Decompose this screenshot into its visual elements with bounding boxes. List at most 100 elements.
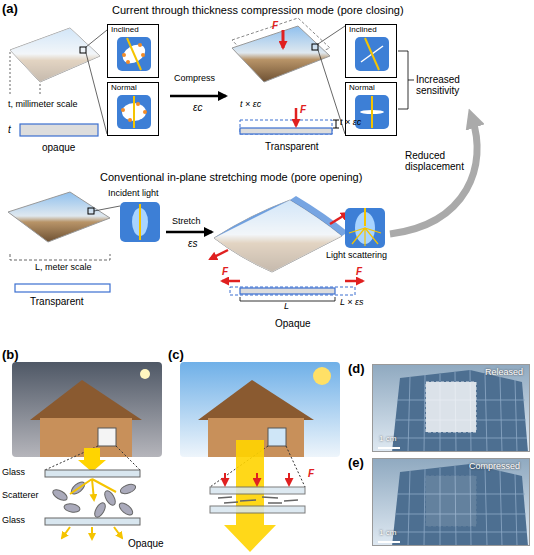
strain-label: εc [193,102,202,113]
transparent-film-part [232,26,330,82]
transparent-film [232,18,345,134]
feedback-arrow-part [390,118,477,234]
pore-inset: Inclined [107,24,159,78]
feedback-arrow [390,118,477,234]
compressed-cell-part [210,487,305,494]
action-label: Stretch [172,217,201,227]
dimension-label: t, millimeter scale [8,100,78,110]
compressed-section-part [333,128,339,129]
annotation: Increased sensitivity [416,74,478,96]
compressed-photo [372,458,530,546]
night-house-part [140,369,150,379]
cross-section-part [20,124,98,136]
bracket [398,51,414,109]
day-house-part [313,367,331,385]
scattering-cell [45,470,140,539]
pore-inset-art-part [128,118,132,122]
day-house [180,362,340,552]
state-label: Transparent [265,141,319,152]
night-house-part [12,362,162,457]
section-title: Current through thickness compression mo… [112,4,404,16]
pore-inset-art-part [365,38,379,70]
compressed-section-part [240,128,332,134]
released-photo-part [392,370,528,452]
transparent-film-part [318,26,345,44]
flat-film-part [94,206,120,211]
day-house-part [268,428,286,446]
compress-arrow [170,96,226,97]
compress-arrow-part [170,95,226,98]
state-label: Transparent [30,296,84,307]
force-label: F [300,104,306,115]
node-text: Inclined [349,26,377,35]
pore-inset: Normal [107,82,159,136]
night-house-part [78,448,106,472]
dimension-label: L × εs [340,298,364,308]
stretched-film-part [345,208,385,248]
force-label: F [308,468,314,479]
compressed-photo-part [394,464,527,546]
strain-label: εs [188,238,197,249]
flat-film-part [8,192,110,242]
day-house-part [286,446,305,487]
night-house-part [30,380,142,420]
compressed-cell-part [256,473,258,485]
night-house-part [116,446,140,470]
pore-inset-art-part [141,53,145,57]
scattering-cell-part [63,503,80,514]
stretched-film-part [210,250,228,259]
dimension-label: L [284,302,289,312]
dimension-label: t × εc [240,100,261,110]
flat-film-part [139,204,141,240]
stretched-film-part [349,228,381,246]
compressed-cell-part [288,473,290,485]
scattering-cell-part [93,501,108,519]
released-photo-part [426,382,476,432]
stretched-film-part [214,200,342,272]
stretched-film [210,196,385,272]
node-text: Normal [111,84,137,93]
state-label: Opaque [275,318,311,329]
opaque-film-part [40,84,41,96]
opaque-film-part [86,30,107,47]
panel-label: (d) [348,362,365,376]
pore-inset-art-part [133,96,135,128]
stretched-film-part [214,200,342,272]
opaque-film-part [80,47,86,53]
pore-inset-art-part [127,38,141,70]
stretched-section-part [230,287,355,295]
dimension-label: L, meter scale [35,263,92,273]
stretched-section-part [222,280,240,283]
cross-section [20,124,98,136]
night-house-part [98,428,116,446]
pore-inset: Inclined [345,24,397,78]
scattering-cell-part [51,488,69,503]
pore-inset-art-part [122,53,126,57]
opaque-film-part [10,52,11,96]
dimension-label: t [8,124,11,135]
opaque-film [10,28,107,134]
compressed-cell [210,473,305,513]
flat-film [8,192,160,292]
annotation: Incident light [108,189,159,199]
pore-inset-art-part [143,110,147,114]
compressed-section-part [333,120,339,121]
scattering-cell-part [62,527,70,538]
panel-label: (a) [2,2,18,16]
scattering-cell-part [114,527,122,538]
released-photo-part [394,370,527,452]
stretch-arrow-part [166,231,212,234]
pore-inset-art-part [355,37,389,71]
scattering-cell-part [70,479,116,500]
compressed-photo-part [426,476,476,526]
flat-film-part [10,254,110,260]
scattering-cell-part [91,527,93,539]
node-text: Released [485,368,523,378]
stretched-section-part [345,280,363,283]
scattering-cell-part [119,483,137,496]
flat-film-part [120,202,160,242]
released-photo [372,364,530,452]
night-house [12,362,162,472]
transparent-film-part [312,44,318,50]
dimension-label: t × εc [340,118,361,128]
